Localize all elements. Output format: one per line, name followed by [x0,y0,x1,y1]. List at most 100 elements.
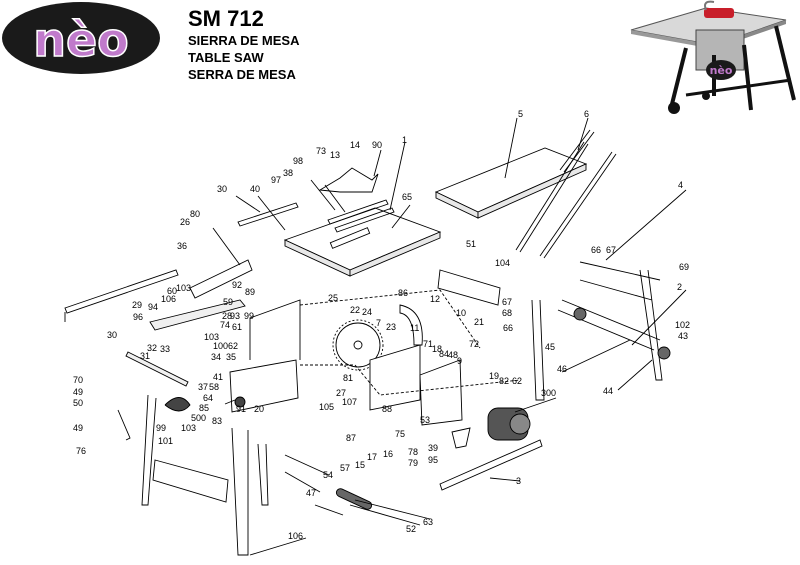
part-label-p78: 78 [408,447,418,457]
title-spanish: SIERRA DE MESA [188,33,300,48]
part-label-p9: 9 [457,356,462,366]
part-label-p95: 95 [428,455,438,465]
model-title: SM 712 [188,6,264,31]
part-label-p30a: 30 [217,184,227,194]
part-label-p97: 97 [271,175,281,185]
part-label-p52: 52 [406,524,416,534]
saw-blade [335,322,381,368]
part-label-p83: 83 [212,416,222,426]
part-label-p87: 87 [346,433,356,443]
part-label-p27: 27 [336,388,346,398]
part-label-p89: 89 [245,287,255,297]
part-label-p92: 92 [232,280,242,290]
part-label-p94: 94 [148,302,158,312]
part-label-p34: 34 [211,352,221,362]
part-label-p39: 39 [428,443,438,453]
part-label-p21: 21 [474,317,484,327]
part-label-p104: 104 [495,258,510,268]
part-label-p20: 20 [254,404,264,414]
part-label-p96: 96 [133,312,143,322]
part-label-p29: 29 [132,300,142,310]
part-label-p6: 6 [584,109,589,119]
part-label-p3: 3 [516,476,521,486]
part-label-p63: 63 [423,517,433,527]
part-label-p82: 82 [499,376,509,386]
part-label-p500: 500 [191,413,206,423]
part-label-p10: 10 [456,308,466,318]
part-label-p2: 2 [677,282,682,292]
part-label-p50: 50 [73,398,83,408]
rip-fence [149,299,246,331]
part-label-p67a: 67 [502,297,512,307]
part-label-p49a: 49 [73,387,83,397]
part-label-p69: 69 [679,262,689,272]
part-label-p13: 13 [330,150,340,160]
part-label-p4: 4 [678,180,683,190]
part-label-p28: 28 [222,311,232,321]
part-label-p19: 19 [489,371,499,381]
part-label-p70: 70 [73,375,83,385]
part-label-p26: 26 [180,217,190,227]
part-label-p47: 47 [306,488,316,498]
title-portuguese: SERRA DE MESA [188,67,296,82]
part-label-p37: 37 [198,382,208,392]
title-english: TABLE SAW [188,50,264,65]
part-label-p54: 54 [323,470,333,480]
part-label-p85: 85 [199,403,209,413]
part-label-p5: 5 [518,109,523,119]
part-label-p11: 11 [410,323,419,333]
part-label-p103c: 103 [204,332,219,342]
neo-logo: nèo [2,2,160,74]
part-label-p7: 7 [376,318,381,328]
part-label-p15: 15 [355,460,365,470]
part-label-p86: 86 [398,288,408,298]
part-label-p106a: 106 [161,294,176,304]
part-label-p91: 91 [236,404,246,414]
part-label-p300: 300 [541,388,556,398]
part-label-p68: 68 [502,308,512,318]
part-label-p106b: 106 [288,531,303,541]
part-label-p49b: 49 [73,423,83,433]
part-label-p102: 102 [675,320,690,330]
left-front-leg [141,394,157,506]
part-label-p103b: 103 [181,423,196,433]
part-label-p12: 12 [430,294,440,304]
part-label-p18: 18 [432,344,442,354]
part-label-p61: 61 [232,322,242,332]
part-label-p66a: 66 [503,323,513,333]
part-label-p46: 46 [557,364,567,374]
part-label-p66b: 66 [591,245,601,255]
part-label-p62a: 62 [228,341,238,351]
part-label-p16: 16 [383,449,393,459]
part-label-p100: 100 [213,341,228,351]
part-label-p25: 25 [328,293,338,303]
part-label-p73: 73 [316,146,326,156]
part-label-p76: 76 [76,446,86,456]
part-label-p57: 57 [340,463,350,473]
part-label-p79: 79 [408,458,418,468]
part-label-p40: 40 [250,184,260,194]
part-label-p24: 24 [362,307,372,317]
part-label-p93: 93 [230,311,240,321]
part-label-p90: 90 [372,140,382,150]
part-label-p32: 32 [147,343,157,353]
logo-text: nèo [33,13,129,67]
part-label-p65: 65 [402,192,412,202]
part-label-p107: 107 [342,397,357,407]
part-label-p98: 98 [293,156,303,166]
part-label-p71: 71 [423,339,433,349]
part-label-p60: 60 [167,286,177,296]
part-label-p51: 51 [466,239,476,249]
part-label-p17: 17 [367,452,377,462]
part-label-p64: 64 [203,393,213,403]
part-label-p45: 45 [545,342,555,352]
part-label-p58: 58 [209,382,219,392]
part-label-p48: 48 [448,350,458,360]
part-label-p99a: 99 [156,423,166,433]
part-label-p105: 105 [319,402,334,412]
part-label-p22: 22 [350,305,360,315]
part-label-p23: 23 [386,322,396,332]
part-label-p36: 36 [177,241,187,251]
part-label-p81: 81 [343,373,353,383]
part-label-p43: 43 [678,331,688,341]
